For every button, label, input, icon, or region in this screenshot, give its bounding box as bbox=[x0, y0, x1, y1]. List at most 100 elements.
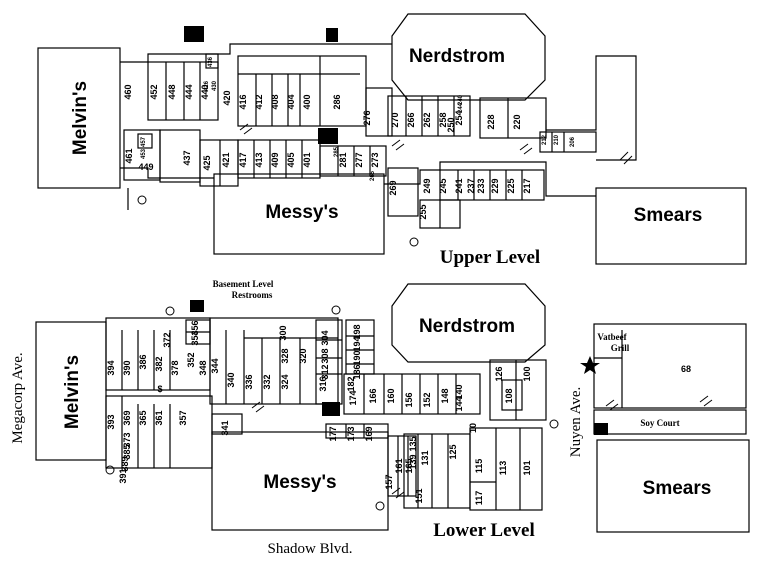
unit-label-144: 144 bbox=[454, 396, 464, 411]
unit-label-404: 404 bbox=[286, 94, 296, 109]
unit-label-373: 373 bbox=[122, 432, 132, 447]
unit-label-286: 286 bbox=[332, 94, 342, 109]
unit-label-409: 409 bbox=[270, 152, 280, 167]
unit-label-412: 412 bbox=[254, 94, 264, 109]
unit-label-233: 233 bbox=[476, 178, 486, 193]
wheelchair-icon bbox=[137, 195, 147, 205]
unit-label-190: 190 bbox=[352, 350, 362, 365]
wheelchair-icon bbox=[326, 28, 338, 42]
unit-label-457: 457 bbox=[141, 136, 147, 147]
upper-melvins-label: Melvin's bbox=[70, 81, 91, 155]
basement-note-line2: Restrooms bbox=[232, 290, 273, 300]
escalator-icons bbox=[239, 123, 713, 499]
unit-label-254: 254 bbox=[454, 110, 464, 125]
money-symbol: $ bbox=[157, 384, 162, 394]
upper-anchor-melvins[interactable] bbox=[37, 47, 121, 189]
unit-label-151: 151 bbox=[414, 488, 424, 503]
unit-label-361: 361 bbox=[154, 410, 164, 425]
lower-anchor-melvins[interactable] bbox=[35, 321, 107, 461]
food-tenant-line1: Vatbeef bbox=[597, 332, 627, 342]
unit-label-182: 182 bbox=[346, 376, 356, 391]
unit-label-324: 324 bbox=[280, 374, 290, 389]
soy-court-label: Soy Court bbox=[640, 418, 679, 428]
unit-label-217: 217 bbox=[522, 178, 532, 193]
unit-label-408: 408 bbox=[270, 94, 280, 109]
unit-label-348: 348 bbox=[198, 360, 208, 375]
unit-label-386: 386 bbox=[138, 354, 148, 369]
unit-label-255: 255 bbox=[418, 204, 428, 219]
unit-label-436: 436 bbox=[208, 56, 214, 67]
lower-level-label: Lower Level bbox=[433, 520, 535, 541]
unit-label-177: 177 bbox=[328, 426, 338, 441]
unit-label-210: 210 bbox=[554, 134, 560, 145]
unit-label-357: 357 bbox=[178, 410, 188, 425]
upper-anchor-smears[interactable] bbox=[595, 187, 747, 265]
unit-label-336: 336 bbox=[244, 374, 254, 389]
unit-label-206: 206 bbox=[570, 136, 576, 147]
wheelchair-icon bbox=[375, 501, 385, 511]
unit-449: 449 bbox=[138, 162, 153, 172]
unit-label-365: 365 bbox=[138, 410, 148, 425]
unit-label-186: 186 bbox=[352, 364, 362, 379]
unit-label-156: 156 bbox=[404, 392, 414, 407]
unit-label-312: 312 bbox=[320, 364, 330, 379]
unit-label-10: 10 bbox=[468, 423, 478, 433]
unit-label-228: 228 bbox=[486, 114, 496, 129]
restroom-icon bbox=[594, 423, 608, 435]
unit-label-378: 378 bbox=[170, 360, 180, 375]
unit-label-425: 425 bbox=[202, 155, 212, 170]
unit-label-437: 437 bbox=[182, 150, 192, 165]
wheelchair-icon bbox=[165, 306, 175, 316]
unit-label-332: 332 bbox=[262, 374, 272, 389]
upper-nerdstrom-label: Nerdstrom bbox=[409, 46, 505, 67]
unit-label-115: 115 bbox=[474, 459, 484, 474]
upper-level-plan bbox=[37, 13, 747, 265]
unit-label-258: 258 bbox=[438, 112, 448, 127]
amenity-icons bbox=[105, 26, 608, 511]
lower-anchor-nerdstrom[interactable] bbox=[391, 283, 546, 363]
unit-label-354: 354 bbox=[190, 330, 200, 345]
unit-label-225: 225 bbox=[506, 178, 516, 193]
unit-label-152: 152 bbox=[422, 392, 432, 407]
upper-anchor-messys[interactable] bbox=[213, 173, 385, 255]
unit-label-250: 250 bbox=[446, 117, 456, 132]
unit-label-430: 430 bbox=[212, 80, 218, 91]
unit-label-108: 108 bbox=[504, 388, 514, 403]
basement-note-line1: Basement Level bbox=[213, 279, 274, 289]
unit-label-126: 126 bbox=[494, 366, 504, 381]
unit-label-308: 308 bbox=[320, 348, 330, 363]
unit-label-328: 328 bbox=[280, 348, 290, 363]
star-icon bbox=[580, 356, 600, 374]
unit-label-320: 320 bbox=[298, 348, 308, 363]
unit-label-356: 356 bbox=[190, 320, 200, 335]
unit-label-277: 277 bbox=[354, 152, 364, 167]
street-megacorp: Megacorp Ave. bbox=[10, 352, 26, 443]
unit-label-460: 460 bbox=[123, 84, 133, 99]
unit-label-440: 440 bbox=[200, 84, 210, 99]
unit-label-240: 240 bbox=[458, 94, 464, 105]
unit-label-265: 265 bbox=[370, 170, 376, 181]
unit-label-266: 266 bbox=[406, 112, 416, 127]
lower-nerdstrom-label: Nerdstrom bbox=[419, 316, 515, 337]
lower-messys-label: Messy's bbox=[263, 472, 336, 493]
unit-label-157: 157 bbox=[384, 474, 394, 489]
unit-label-385: 385 bbox=[122, 444, 132, 459]
wheelchair-icon bbox=[331, 305, 341, 315]
unit-label-344: 344 bbox=[210, 358, 220, 373]
unit-label-300: 300 bbox=[278, 325, 288, 340]
unit-label-100: 100 bbox=[522, 366, 532, 381]
unit-label-194: 194 bbox=[352, 336, 362, 351]
lower-smears-label: Smears bbox=[643, 478, 712, 499]
unit-68: 68 bbox=[681, 364, 691, 374]
unit-label-245: 245 bbox=[438, 178, 448, 193]
unit-label-401: 401 bbox=[302, 152, 312, 167]
unit-label-444: 444 bbox=[184, 84, 194, 99]
upper-anchor-nerdstrom[interactable] bbox=[391, 13, 546, 101]
unit-label-273: 273 bbox=[370, 152, 380, 167]
lower-anchor-smears[interactable] bbox=[596, 439, 750, 533]
unit-label-241: 241 bbox=[454, 178, 464, 193]
upper-messys-label: Messy's bbox=[265, 202, 338, 223]
unit-label-244: 244 bbox=[458, 102, 464, 113]
street-shadow: Shadow Blvd. bbox=[267, 541, 352, 557]
unit-label-413: 413 bbox=[254, 152, 264, 167]
